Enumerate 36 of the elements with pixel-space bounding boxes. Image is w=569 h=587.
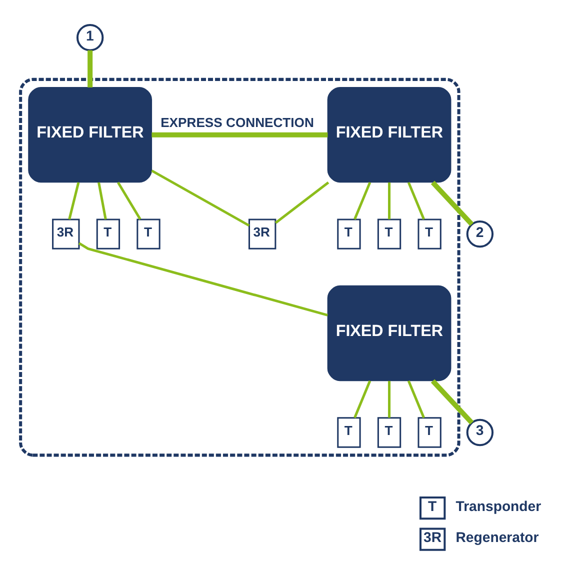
connector [78, 242, 328, 316]
node-box: T [136, 218, 160, 249]
node-box: T [337, 218, 361, 249]
node-box: T [337, 416, 361, 448]
connector [98, 182, 107, 220]
connector [407, 380, 426, 418]
connector [88, 50, 93, 87]
node-box: FIXED FILTER [327, 86, 452, 182]
connector [274, 180, 330, 224]
node-box: T [418, 416, 442, 448]
connector [407, 181, 426, 220]
connector [152, 132, 328, 137]
node-circle: 1 [76, 24, 104, 51]
node-box: T [96, 218, 120, 249]
connector [388, 380, 391, 418]
node-circle: 3 [466, 418, 494, 446]
label: 3R [424, 528, 442, 545]
node-box: T [418, 218, 442, 249]
legend-label: Regenerator [456, 528, 539, 545]
cluster [19, 77, 460, 456]
edge-label: EXPRESS CONNECTION [160, 114, 314, 130]
node-box: 3R [248, 218, 276, 249]
legend-label: Transponder [456, 497, 542, 514]
connector [117, 181, 142, 220]
node-box: FIXED FILTER [327, 284, 452, 381]
node-box: FIXED FILTER [28, 86, 152, 182]
label: T [428, 497, 437, 514]
connector [388, 182, 391, 219]
node-box: 3R [52, 218, 80, 249]
connector [354, 181, 372, 220]
node-circle: 2 [466, 220, 494, 248]
node-box: T [377, 416, 402, 448]
connector [151, 169, 250, 226]
node-box: T [377, 218, 402, 249]
connector [354, 380, 372, 418]
connector [68, 182, 80, 220]
